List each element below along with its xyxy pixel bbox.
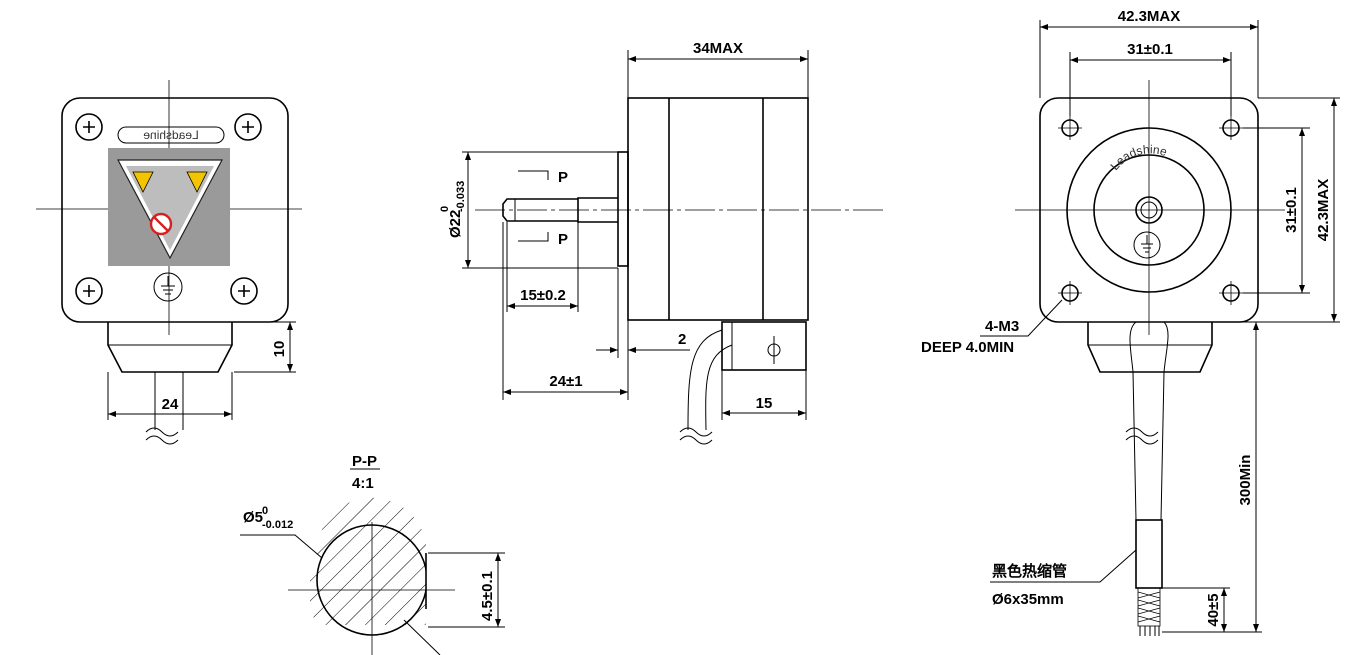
shaft-end: [1135, 196, 1163, 224]
stripped-wires: [1137, 587, 1161, 636]
heat-shrink-sleeve: [1135, 519, 1163, 589]
section-mark-top: [518, 170, 549, 180]
end-connector: [1087, 322, 1213, 373]
flange-tol-lower: -0.033: [455, 181, 467, 212]
thread-depth: DEEP 4.0MIN: [921, 339, 1014, 356]
connector-height-dim: 10: [271, 341, 288, 358]
width-max-dim: 42.3MAX: [1118, 8, 1181, 25]
mounting-hole: [1219, 281, 1243, 305]
side-connector: [721, 321, 807, 371]
hole-pitch-h-dim: 31±0.1: [1127, 41, 1173, 58]
lead-length-dim: 300Min: [1237, 455, 1254, 506]
flange-tol-upper: 0: [439, 206, 451, 212]
mounting-hole: [1058, 281, 1082, 305]
section-view: P-P 4:1 Ø5 0 -0.012 4.5±0.1: [240, 453, 505, 655]
shaft-flat-length-dim: 15±0.2: [520, 287, 566, 304]
ground-symbol-icon: [1133, 231, 1161, 259]
sleeve-leader: [990, 549, 1137, 583]
hot-surface-icon: [186, 171, 208, 193]
lead-wires: [154, 372, 184, 430]
thread-leader: [980, 299, 1063, 337]
ground-symbol-icon: [153, 272, 183, 302]
screw-icon: [75, 277, 103, 305]
front-flange-outline: [61, 97, 289, 323]
shaft-length-dim: 24±1: [549, 373, 582, 390]
screw-icon: [230, 277, 258, 305]
section-hatch: [310, 497, 426, 625]
flat-dimension: 4.5±0.1: [479, 571, 496, 621]
screw-icon: [75, 113, 103, 141]
lead-cable: [1129, 321, 1169, 521]
side-cable: [687, 329, 733, 431]
warning-sticker: [108, 148, 230, 266]
screw-icon: [234, 113, 262, 141]
shaft-tol-upper: 0: [262, 505, 268, 517]
electric-warning-icon: [132, 171, 154, 193]
height-max-dim: 42.3MAX: [1315, 179, 1332, 242]
brand-arc-text: Leadshine: [1107, 142, 1169, 173]
body-length-dim: 34MAX: [693, 40, 743, 57]
section-mark-top-label: P: [558, 169, 568, 186]
shaft-tol-lower: -0.012: [262, 519, 293, 531]
mounting-hole: [1058, 116, 1082, 140]
sleeve-label: 黑色热缩管: [992, 562, 1067, 580]
break-symbol: [145, 427, 179, 445]
connector-width-dim: 24: [162, 396, 179, 413]
thread-callout: 4-M3: [985, 318, 1019, 335]
shaft-dia-leader: [240, 534, 323, 559]
front-view-shaft-end: Leadshine 42.3MAX 31±0.1: [921, 8, 1340, 636]
motor-body-outline: [627, 97, 809, 321]
strip-length-dim: 40±5: [1205, 593, 1222, 626]
shaft-diameter-dim: Ø5: [243, 509, 263, 526]
section-title: P-P: [352, 453, 377, 470]
sleeve-size: Ø6x35mm: [992, 591, 1064, 608]
inner-circle: [1093, 154, 1205, 266]
flange-thickness-dim: 2: [678, 331, 686, 348]
section-mark-bottom: [518, 232, 549, 242]
front-view-label-side: Leadshine 10 24: [36, 80, 302, 445]
flange-diameter-dim: Ø22: [447, 210, 464, 238]
section-mark-bottom-label: P: [558, 231, 568, 248]
section-scale: 4:1: [352, 475, 374, 492]
boss-circle: [1066, 127, 1232, 293]
connector-length-dim: 15: [756, 395, 773, 412]
brand-plate: [117, 126, 225, 144]
brand-mirrored-text: Leadshine: [143, 128, 199, 142]
connector-outline: [107, 322, 233, 373]
side-view: P P 34MAX Ø22 0 -0.033 15±0.2: [439, 40, 885, 445]
mounting-hole: [1219, 116, 1243, 140]
hole-pitch-v-dim: 31±0.1: [1283, 187, 1300, 233]
flange-boss: [617, 151, 629, 267]
